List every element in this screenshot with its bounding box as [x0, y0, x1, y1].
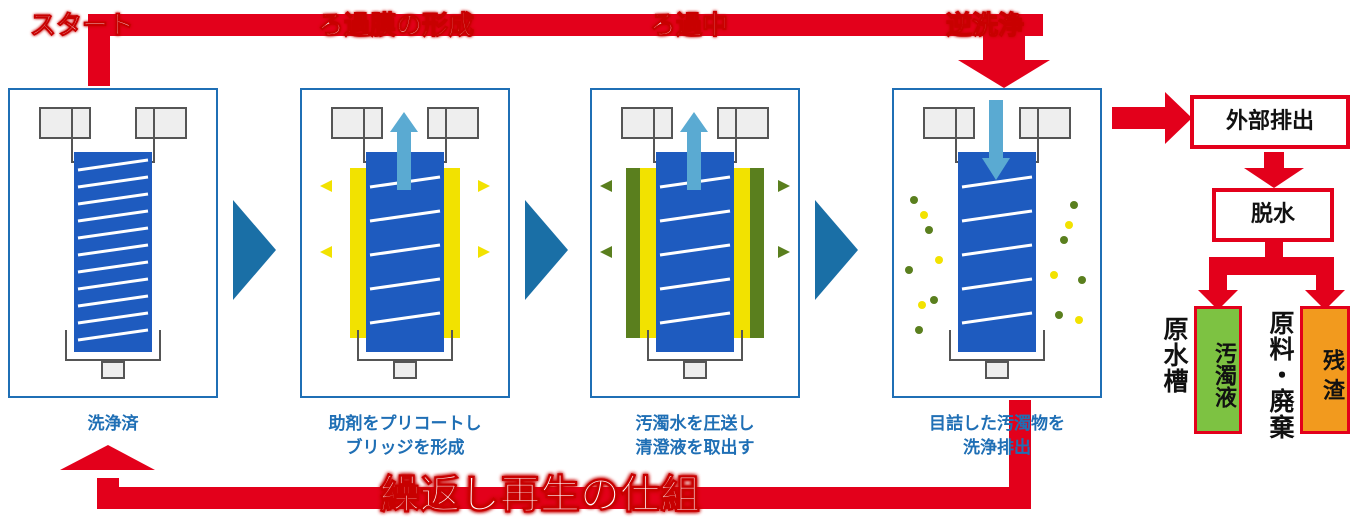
next-step-arrow [525, 200, 568, 300]
caption-clean: 洗浄済 [0, 412, 238, 436]
caption-line: 洗浄排出 [963, 438, 1031, 458]
residue-box: 残 渣 [1300, 306, 1350, 434]
caption-membrane: 助剤をプリコートし ブリッジを形成 [280, 412, 530, 460]
caption-line: 目詰した汚濁物を [929, 414, 1065, 434]
stage-title-membrane: ろ過膜の形成 [317, 11, 475, 42]
caption-line: 洗浄済 [87, 414, 139, 434]
raw-tank-label: 原水槽 [1160, 316, 1189, 394]
next-step-arrow [233, 200, 276, 300]
filter-element-drawing [39, 107, 187, 379]
filter-panel-filtering [590, 88, 800, 398]
filter-element-drawing [905, 100, 1086, 379]
caption-line: 汚濁水を圧送し [635, 414, 755, 434]
filter-element-drawing [320, 107, 490, 379]
next-step-arrow [815, 200, 858, 300]
discharge-box: 外部排出 [1190, 95, 1350, 149]
caption-line: ブリッジを形成 [345, 438, 465, 458]
cycle-banner: 繰返し再生の仕組 [380, 472, 701, 519]
material-waste-label: 原料・廃棄 [1266, 310, 1295, 440]
stage-title-filtering: ろ過中 [649, 11, 729, 42]
caption-backwash: 目詰した汚濁物を 洗浄排出 [872, 412, 1122, 460]
stage-title-start: スタート [29, 11, 135, 42]
dewater-box: 脱水 [1212, 188, 1334, 242]
turbid-liquid-box: 汚濁液 [1194, 306, 1242, 434]
caption-filtering: 汚濁水を圧送し 清澄液を取出す [570, 412, 820, 460]
caption-line: 清澄液を取出す [635, 438, 755, 458]
filter-panel-clean [8, 88, 218, 398]
filter-panel-backwash [892, 88, 1102, 398]
filter-element-drawing [600, 107, 790, 379]
stage-title-backwash: 逆洗浄 [945, 11, 1025, 42]
filter-panel-membrane [300, 88, 510, 398]
caption-line: 助剤をプリコートし [328, 414, 482, 434]
